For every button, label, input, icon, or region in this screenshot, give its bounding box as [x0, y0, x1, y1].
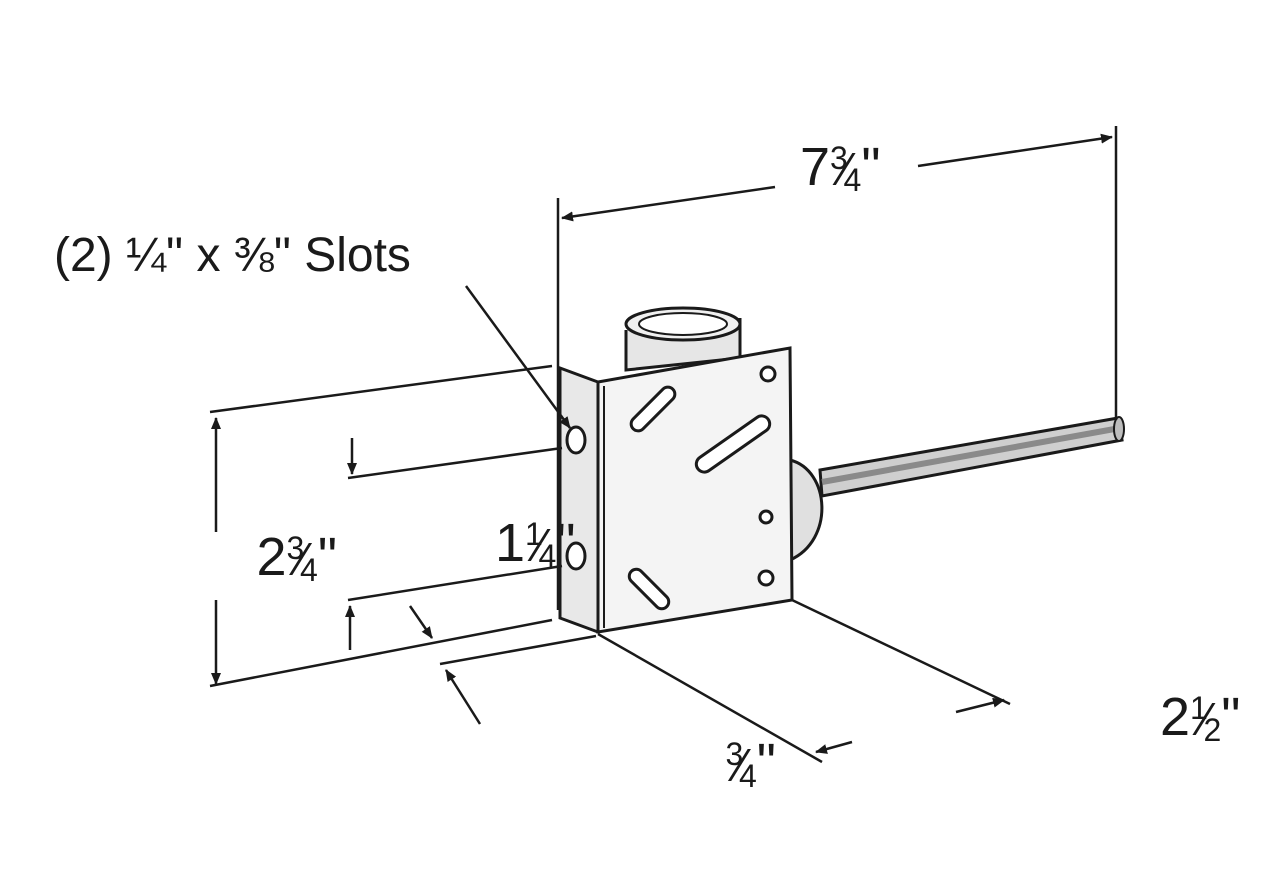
dimension-slot-spacing	[345, 438, 563, 650]
spacing-unit: "	[556, 513, 576, 573]
offset-unit: "	[756, 733, 776, 793]
depth-num: 1	[1190, 690, 1208, 726]
threaded-rod	[818, 416, 1125, 498]
slot-callout: (2) ¼" x ⅜" Slots	[54, 232, 411, 280]
slot-word: Slots	[304, 229, 411, 282]
fraction-slash: ⁄	[536, 519, 545, 571]
overall-den: 4	[843, 162, 862, 198]
label-depth: 21⁄2"	[1159, 687, 1241, 747]
dimension-offset	[408, 605, 597, 725]
fraction-slash: ⁄	[841, 143, 850, 195]
fraction-slash: ⁄	[298, 533, 307, 585]
side-boss	[789, 458, 824, 562]
offset-den: 4	[738, 758, 757, 794]
slot-callout-leader	[464, 285, 572, 429]
slot-width: ¼"	[126, 229, 184, 282]
depth-unit: "	[1221, 687, 1241, 747]
label-offset: 3⁄4"	[725, 733, 776, 793]
pipe-collar	[624, 306, 742, 372]
spacing-num: 1	[525, 516, 543, 552]
spacing-den: 4	[538, 538, 557, 574]
height-whole: 2	[256, 527, 287, 587]
height-num: 3	[286, 530, 305, 566]
dimension-height	[209, 364, 553, 688]
depth-whole: 2	[1159, 687, 1190, 747]
overall-num: 3	[830, 140, 848, 176]
label-height: 23⁄4"	[256, 527, 338, 587]
offset-num: 3	[725, 736, 744, 772]
spacing-whole: 1	[495, 513, 526, 573]
overall-whole: 7	[800, 137, 831, 197]
bracket-front-plate	[596, 346, 794, 634]
dimension-depth	[597, 598, 1011, 764]
fraction-slash: ⁄	[737, 739, 745, 791]
overall-unit: "	[861, 137, 881, 197]
depth-den: 2	[1203, 712, 1222, 748]
height-den: 4	[300, 552, 318, 588]
dimension-overall-length	[556, 126, 1118, 610]
label-overall-length: 73⁄4"	[800, 137, 881, 197]
height-unit: "	[317, 527, 337, 587]
slot-times: x	[196, 229, 221, 282]
bracket-side-flange	[558, 365, 600, 635]
label-slot-spacing: 11⁄4"	[495, 513, 576, 573]
fraction-slash: ⁄	[1201, 693, 1210, 745]
slot-length: ⅜"	[233, 229, 291, 282]
slot-count: (2)	[54, 229, 113, 282]
